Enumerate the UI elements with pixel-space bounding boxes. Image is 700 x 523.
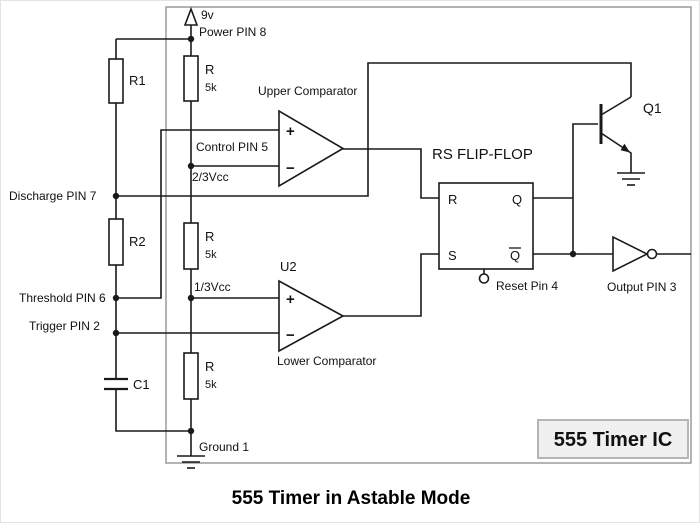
trigger-pin-label: Trigger PIN 2 — [29, 319, 100, 333]
lower-comparator-triangle — [278, 279, 345, 353]
lower-minus-icon: − — [286, 327, 295, 344]
internal-r1-value: 5k — [205, 82, 217, 94]
internal-r3-label: R — [205, 359, 214, 374]
upper-plus-icon: + — [286, 123, 295, 140]
wire-lower-output-to-s — [343, 253, 439, 317]
junction-dots — [112, 35, 577, 435]
power-supply-symbol — [183, 6, 199, 26]
junction-two-thirds-vcc — [187, 162, 195, 170]
ic-name-badge — [537, 419, 689, 459]
junction-threshold — [112, 294, 120, 302]
junction-discharge — [112, 192, 120, 200]
control-pin-label: Control PIN 5 — [196, 140, 268, 154]
output-inverter — [612, 235, 658, 273]
flip-flop-q-label: Q — [512, 192, 522, 207]
wire-left-rail-bottom — [115, 389, 191, 432]
upper-comparator-label: Upper Comparator — [258, 84, 357, 98]
ground-symbol-main — [177, 455, 205, 469]
upper-comparator-triangle — [278, 109, 345, 188]
ic-boundary-box — [165, 6, 692, 464]
flip-flop-qbar-label: Q — [510, 248, 520, 263]
lower-plus-icon: + — [286, 291, 295, 308]
output-pin-label: Output PIN 3 — [607, 280, 677, 294]
voltage-label: 9v — [201, 8, 214, 22]
resistor-internal-2 — [183, 222, 199, 270]
junction-ground — [187, 427, 195, 435]
page-title: 555 Timer in Astable Mode — [232, 488, 471, 509]
u2-label: U2 — [280, 259, 297, 274]
reset-pin-circle — [478, 273, 490, 284]
transistor-emitter-arrow-icon — [620, 143, 630, 153]
r1-label: R1 — [129, 73, 146, 88]
internal-r2-label: R — [205, 229, 214, 244]
transistor-collector-lead — [600, 96, 632, 116]
lower-comparator-label: Lower Comparator — [277, 354, 376, 368]
r2-label: R2 — [129, 234, 146, 249]
junction-trigger — [112, 329, 120, 337]
ground-symbol-q1 — [617, 172, 645, 186]
flip-flop-r-label: R — [448, 192, 457, 207]
reset-pin-label: Reset Pin 4 — [496, 279, 558, 293]
internal-r2-value: 5k — [205, 249, 217, 261]
ground-pin-label: Ground 1 — [199, 440, 249, 454]
resistor-internal-1 — [183, 55, 199, 102]
inverter-bubble-icon — [646, 248, 658, 260]
junction-one-third-vcc — [187, 294, 195, 302]
power-pin-label: Power PIN 8 — [199, 25, 267, 39]
resistor-internal-3 — [183, 352, 199, 400]
two-thirds-vcc-label: 2/3Vcc — [192, 170, 229, 184]
discharge-pin-label: Discharge PIN 7 — [9, 189, 97, 203]
internal-r1-label: R — [205, 62, 214, 77]
ic-name-label: 555 Timer IC — [554, 429, 673, 451]
wire-to-transistor-base — [572, 123, 598, 254]
internal-r3-value: 5k — [205, 379, 217, 391]
wire-upper-output-to-r — [343, 148, 439, 199]
transistor-q1 — [599, 96, 632, 173]
resistor-r2 — [108, 218, 124, 266]
threshold-pin-label: Threshold PIN 6 — [19, 291, 106, 305]
flip-flop-title: RS FLIP-FLOP — [432, 146, 533, 163]
q1-label: Q1 — [643, 100, 662, 116]
one-third-vcc-label: 1/3Vcc — [194, 280, 231, 294]
c1-label: C1 — [133, 377, 150, 392]
junction-power — [187, 35, 195, 43]
inverter-triangle — [612, 235, 649, 273]
wire-threshold-to-upper-plus — [116, 129, 279, 299]
power-arrow-icon — [183, 6, 199, 26]
transistor-emitter-lead — [600, 132, 632, 173]
flip-flop-s-label: S — [448, 248, 457, 263]
upper-minus-icon: − — [286, 160, 295, 177]
junction-qbar — [569, 250, 577, 258]
flip-flop-box — [438, 182, 534, 270]
wires — [115, 25, 691, 456]
wire-discharge-to-collector — [116, 62, 632, 197]
resistor-r1 — [108, 58, 124, 104]
capacitor-c1 — [104, 377, 128, 391]
